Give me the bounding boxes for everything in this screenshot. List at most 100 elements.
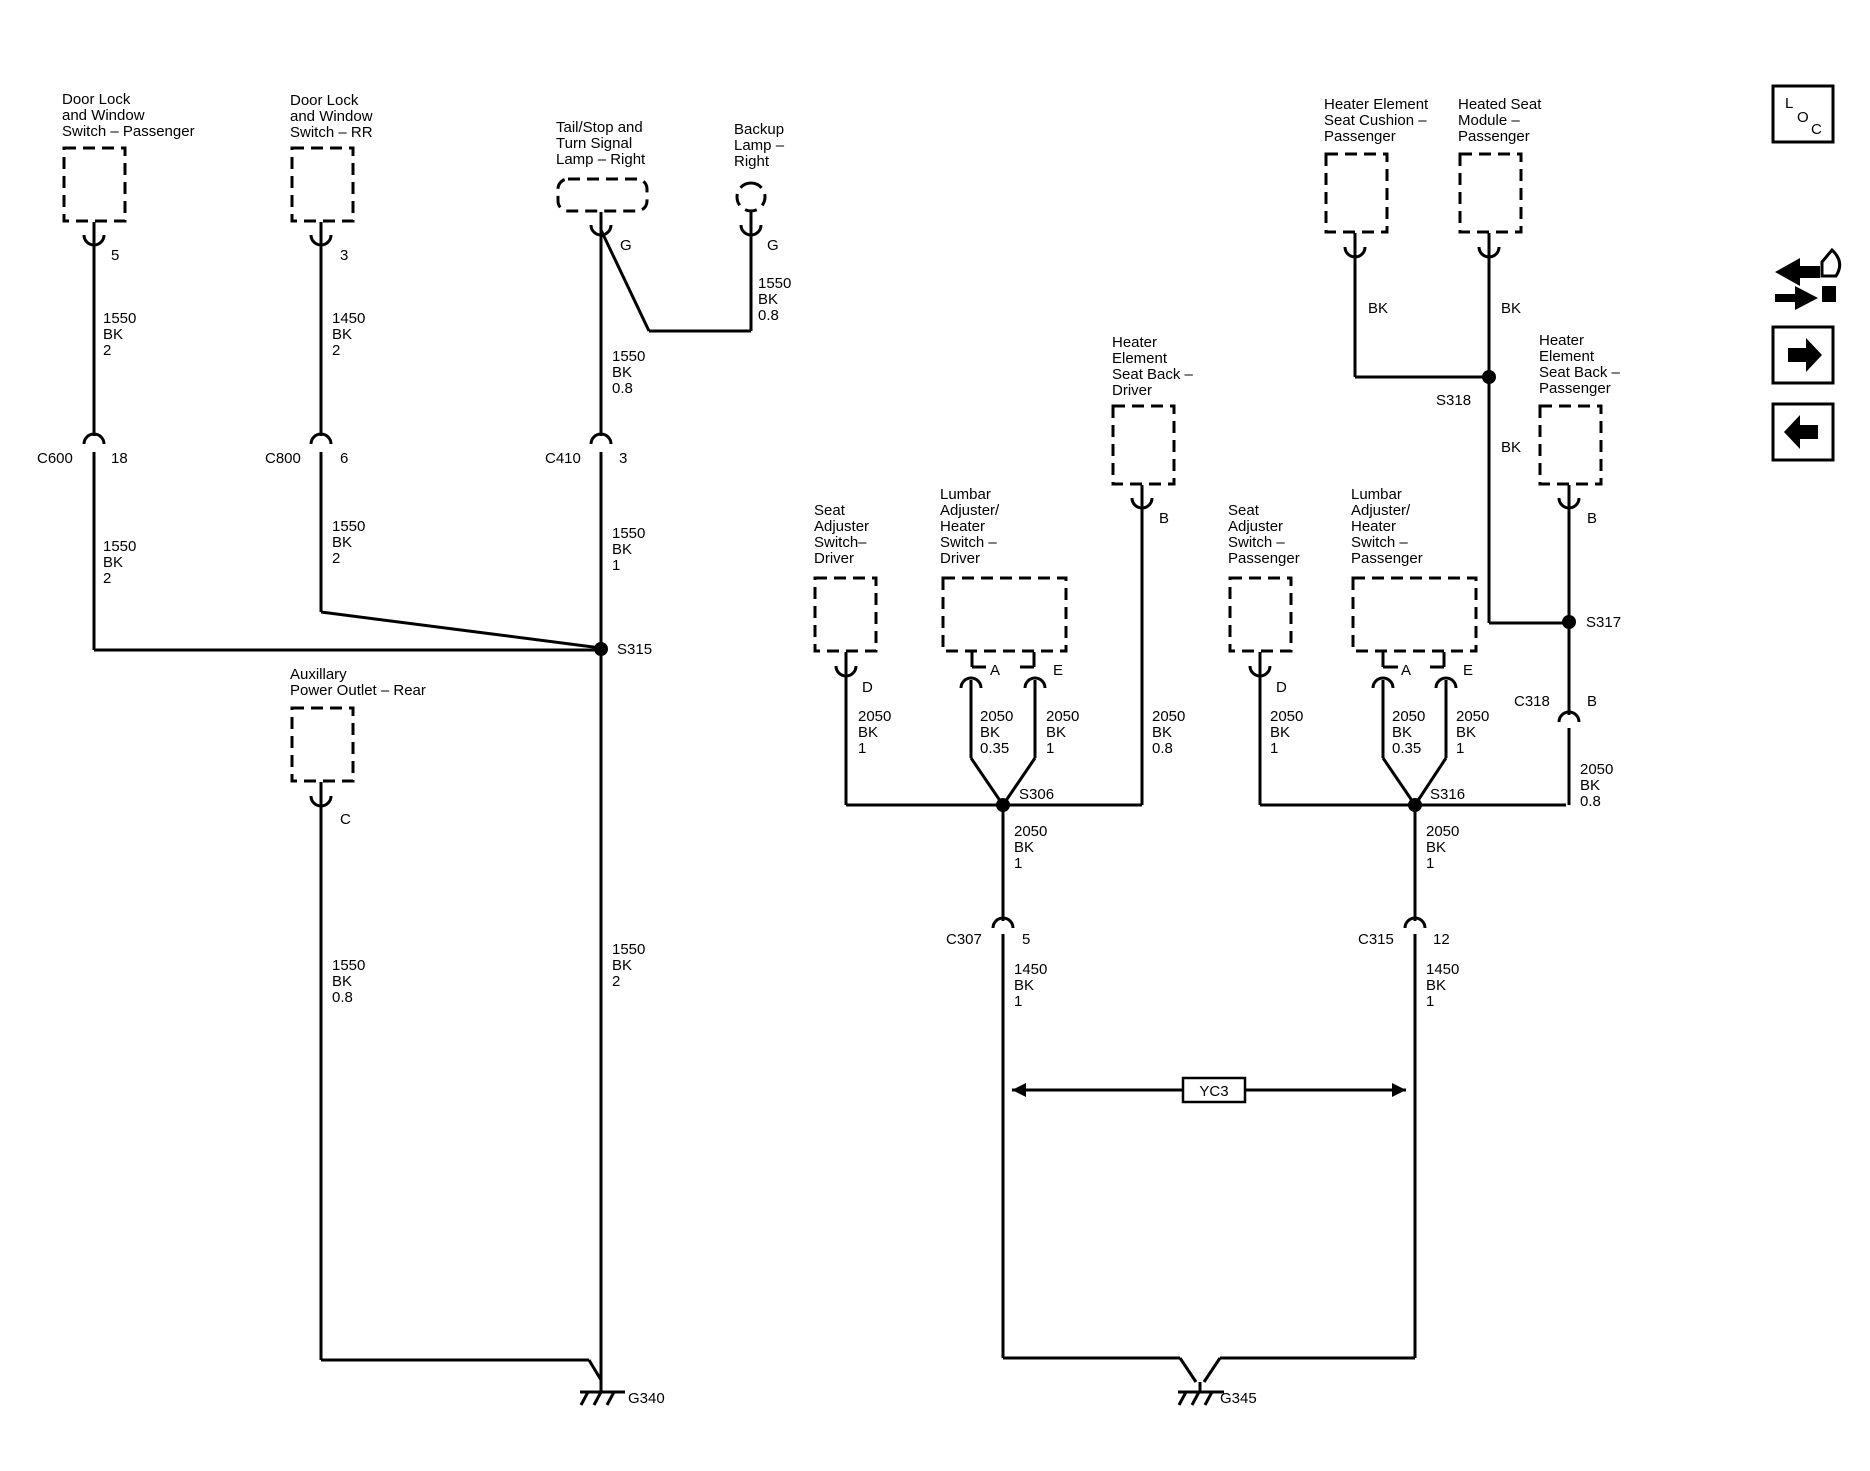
ground-label: G340 <box>628 1390 665 1407</box>
connector-c318: C318 <box>1514 693 1550 710</box>
lumbar-driver-label: Lumbar Adjuster/ Heater Switch – Driver <box>940 486 1003 567</box>
svg-text:O: O <box>1797 109 1809 126</box>
wire-label: 1550 BK 0.8 <box>332 957 370 1006</box>
pin-label: B <box>1587 693 1597 710</box>
wire-label: 2050 BK 1 <box>1270 708 1308 757</box>
pin-label: A <box>1401 662 1411 679</box>
aux-power-outlet-box <box>290 706 355 783</box>
pin-label: D <box>862 679 873 696</box>
wire-label: BK <box>1501 439 1521 456</box>
ground-circuit-g340: Door Lock and Window Switch – Passenger … <box>37 91 796 1407</box>
connector-swap-icon[interactable] <box>1775 247 1842 310</box>
pin-label: 18 <box>111 450 128 467</box>
aux-power-outlet-label: Auxillary Power Outlet – Rear <box>290 666 426 699</box>
splice-s318 <box>1482 370 1496 384</box>
svg-text:L: L <box>1785 95 1793 112</box>
door-lock-passenger-label: Door Lock and Window Switch – Passenger <box>62 91 195 140</box>
ground-g345 <box>1177 1382 1224 1406</box>
pin-label: E <box>1463 662 1473 679</box>
pin-label: C <box>340 811 351 828</box>
wire-label: 1550 BK 0.8 <box>612 348 650 397</box>
twisted-pair-indicator <box>1012 1076 1406 1104</box>
ground-g340 <box>579 1380 625 1406</box>
wire-label: BK <box>1368 300 1388 317</box>
pin-label: E <box>1053 662 1063 679</box>
door-lock-rr-box <box>290 146 355 223</box>
backup-lamp-label: Backup Lamp – Right <box>734 121 788 170</box>
pin-label: 12 <box>1433 931 1450 948</box>
tail-stop-lamp-label: Tail/Stop and Turn Signal Lamp – Right <box>556 119 647 168</box>
connector-c410: C410 <box>545 450 581 467</box>
heater-seatback-driver-box <box>1111 404 1176 486</box>
next-page-button[interactable] <box>1771 325 1835 385</box>
svg-text:C: C <box>1811 121 1822 138</box>
wire-label: 1450 BK 1 <box>1014 961 1052 1010</box>
heated-seat-module-box <box>1458 152 1523 234</box>
splice-s315 <box>594 642 608 656</box>
pin-label: 3 <box>619 450 627 467</box>
pin-label: 5 <box>1022 931 1030 948</box>
heater-seatback-passenger-box <box>1538 404 1603 486</box>
backup-lamp-box <box>735 181 767 213</box>
pin-label: 6 <box>340 450 348 467</box>
wire-label: 2050 BK 1 <box>858 708 896 757</box>
loc-button[interactable]: L O C <box>1771 84 1835 144</box>
splice-label: S318 <box>1436 392 1471 409</box>
splice-label: S317 <box>1586 614 1621 631</box>
twisted-pair-label: YC3 <box>1199 1083 1228 1100</box>
wire-label: 1550 BK 2 <box>332 518 370 567</box>
pin-label: A <box>990 662 1000 679</box>
heated-seat-module-label: Heated Seat Module – Passenger <box>1458 96 1546 145</box>
heater-seatback-passenger-label: Heater Element Seat Back – Passenger <box>1539 332 1624 397</box>
wire-label: 2050 BK 1 <box>1456 708 1494 757</box>
wire-label: 2050 BK 1 <box>1014 823 1052 872</box>
ground-label: G345 <box>1220 1390 1257 1407</box>
wire-label: 2050 BK 1 <box>1046 708 1084 757</box>
wire-label: 2050 BK 0.35 <box>980 708 1018 757</box>
seat-adjuster-driver-label: Seat Adjuster Switch– Driver <box>814 502 873 567</box>
arrow-left-icon <box>1784 415 1818 449</box>
splice-s317 <box>1562 615 1576 629</box>
pin-label: B <box>1159 510 1169 527</box>
splice-label: S316 <box>1430 786 1465 803</box>
lumbar-passenger-box <box>1351 576 1478 653</box>
seat-adjuster-passenger-label: Seat Adjuster Switch – Passenger <box>1228 502 1300 567</box>
seat-adjuster-driver-box <box>813 576 878 653</box>
arrow-right-icon <box>1788 338 1822 372</box>
pin-label: G <box>767 237 779 254</box>
wire-label: 2050 BK 0.35 <box>1392 708 1430 757</box>
previous-page-button[interactable] <box>1771 402 1835 462</box>
connector-c315: C315 <box>1358 931 1394 948</box>
pin-label: 5 <box>111 247 119 264</box>
connector-c800: C800 <box>265 450 301 467</box>
ground-circuit-g345: Seat Adjuster Switch– Driver D 2050 BK 1… <box>813 96 1624 1407</box>
wire-label: 1550 BK 0.8 <box>758 275 796 324</box>
door-lock-passenger-box <box>62 146 127 223</box>
splice-label: S306 <box>1019 786 1054 803</box>
heater-cushion-passenger-label: Heater Element Seat Cushion – Passenger <box>1324 96 1432 145</box>
pin-label: G <box>620 237 632 254</box>
heater-cushion-passenger-box <box>1324 152 1389 234</box>
seat-adjuster-passenger-box <box>1228 576 1293 653</box>
lumbar-passenger-label: Lumbar Adjuster/ Heater Switch – Passeng… <box>1351 486 1423 567</box>
wire-label: 1550 BK 1 <box>612 525 650 574</box>
wire-label: 1550 BK 2 <box>103 310 141 359</box>
wire-label: 2050 BK 0.8 <box>1580 761 1618 810</box>
connector-c307: C307 <box>946 931 982 948</box>
tail-stop-lamp-box <box>556 177 649 213</box>
wire-label: 2050 BK 1 <box>1426 823 1464 872</box>
splice-label: S315 <box>617 641 652 658</box>
wire-label: 1550 BK 2 <box>103 538 141 587</box>
pin-label: D <box>1276 679 1287 696</box>
connector-c600: C600 <box>37 450 73 467</box>
wire-label: 2050 BK 0.8 <box>1152 708 1190 757</box>
pin-label: 3 <box>340 247 348 264</box>
pin-label: B <box>1587 510 1597 527</box>
door-lock-rr-label: Door Lock and Window Switch – RR <box>290 92 377 141</box>
lumbar-driver-box <box>941 576 1068 653</box>
heater-seatback-driver-label: Heater Element Seat Back – Driver <box>1112 334 1197 399</box>
wire-label: 1550 BK 2 <box>612 941 650 990</box>
wire-label: BK <box>1501 300 1521 317</box>
wire-label: 1450 BK 1 <box>1426 961 1464 1010</box>
